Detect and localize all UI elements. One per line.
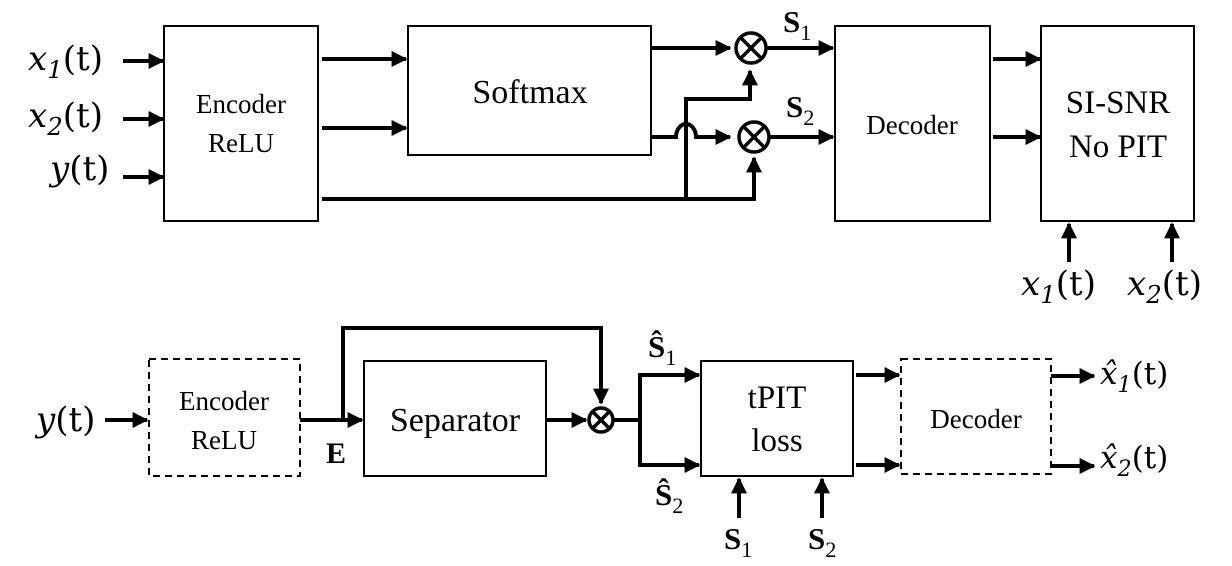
bottom-out-x2-label: x̂2(t) <box>1100 440 1168 482</box>
top-input-y-label: y(t) <box>48 149 109 189</box>
bottom-s2hat-label: Ŝ2 <box>655 477 683 518</box>
top-feature-wire <box>322 156 762 201</box>
bottom-target-s1-label: S1 <box>724 521 752 562</box>
top-multiplier-2 <box>737 120 771 154</box>
top-input-x2-label: x2(t) <box>28 96 103 141</box>
top-encoder-line2: ReLU <box>208 128 274 158</box>
bottom-loss-block <box>700 360 854 477</box>
bottom-s1hat-label: Ŝ1 <box>648 329 676 370</box>
bottom-encoder-block <box>148 358 301 477</box>
bottom-target-s2-label: S2 <box>808 521 836 562</box>
bottom-decoder-label: Decoder <box>930 404 1021 434</box>
top-wire-hop <box>672 122 732 145</box>
top-s1-label: S1 <box>783 4 811 45</box>
bottom-separator-block <box>363 360 547 477</box>
top-decoder-label: Decoder <box>866 110 957 140</box>
top-softmax-block <box>407 25 652 156</box>
bottom-out-x1-label: x̂1(t) <box>1100 356 1168 398</box>
bottom-skip-wire <box>341 326 609 420</box>
bottom-encoder-line1: Encoder <box>179 386 269 416</box>
bottom-encoder-line2: ReLU <box>191 425 257 455</box>
top-loss-line2: No PIT <box>1069 129 1167 165</box>
top-softmax-label: Softmax <box>472 74 587 111</box>
top-s2-label: S2 <box>786 89 814 130</box>
top-target-x2-label: x2(t) <box>1127 264 1202 309</box>
top-target-x1-label: x1(t) <box>1021 264 1096 309</box>
top-multiplier-1 <box>734 31 768 65</box>
top-encoder-block <box>163 25 319 222</box>
top-decoder-block <box>834 25 991 222</box>
top-diagram: x1(t) x2(t) y(t) Encoder ReLU Softmax <box>28 4 1202 309</box>
bottom-loss-line2: loss <box>751 423 802 459</box>
bottom-separator-label: Separator <box>390 402 521 439</box>
top-feature-branch <box>684 69 758 199</box>
top-encoder-line1: Encoder <box>196 89 286 119</box>
bottom-loss-line1: tPIT <box>748 380 807 416</box>
bottom-e-label: E <box>326 437 346 470</box>
bottom-diagram: y(t) Encoder ReLU E Separator Ŝ1 <box>34 326 1168 562</box>
top-loss-block <box>1040 25 1195 222</box>
bottom-input-y-label: y(t) <box>34 400 95 440</box>
bottom-multiplier <box>587 406 615 434</box>
top-loss-line1: SI-SNR <box>1066 85 1171 121</box>
bottom-decoder-block <box>900 358 1052 475</box>
top-input-x1-label: x1(t) <box>28 39 103 84</box>
